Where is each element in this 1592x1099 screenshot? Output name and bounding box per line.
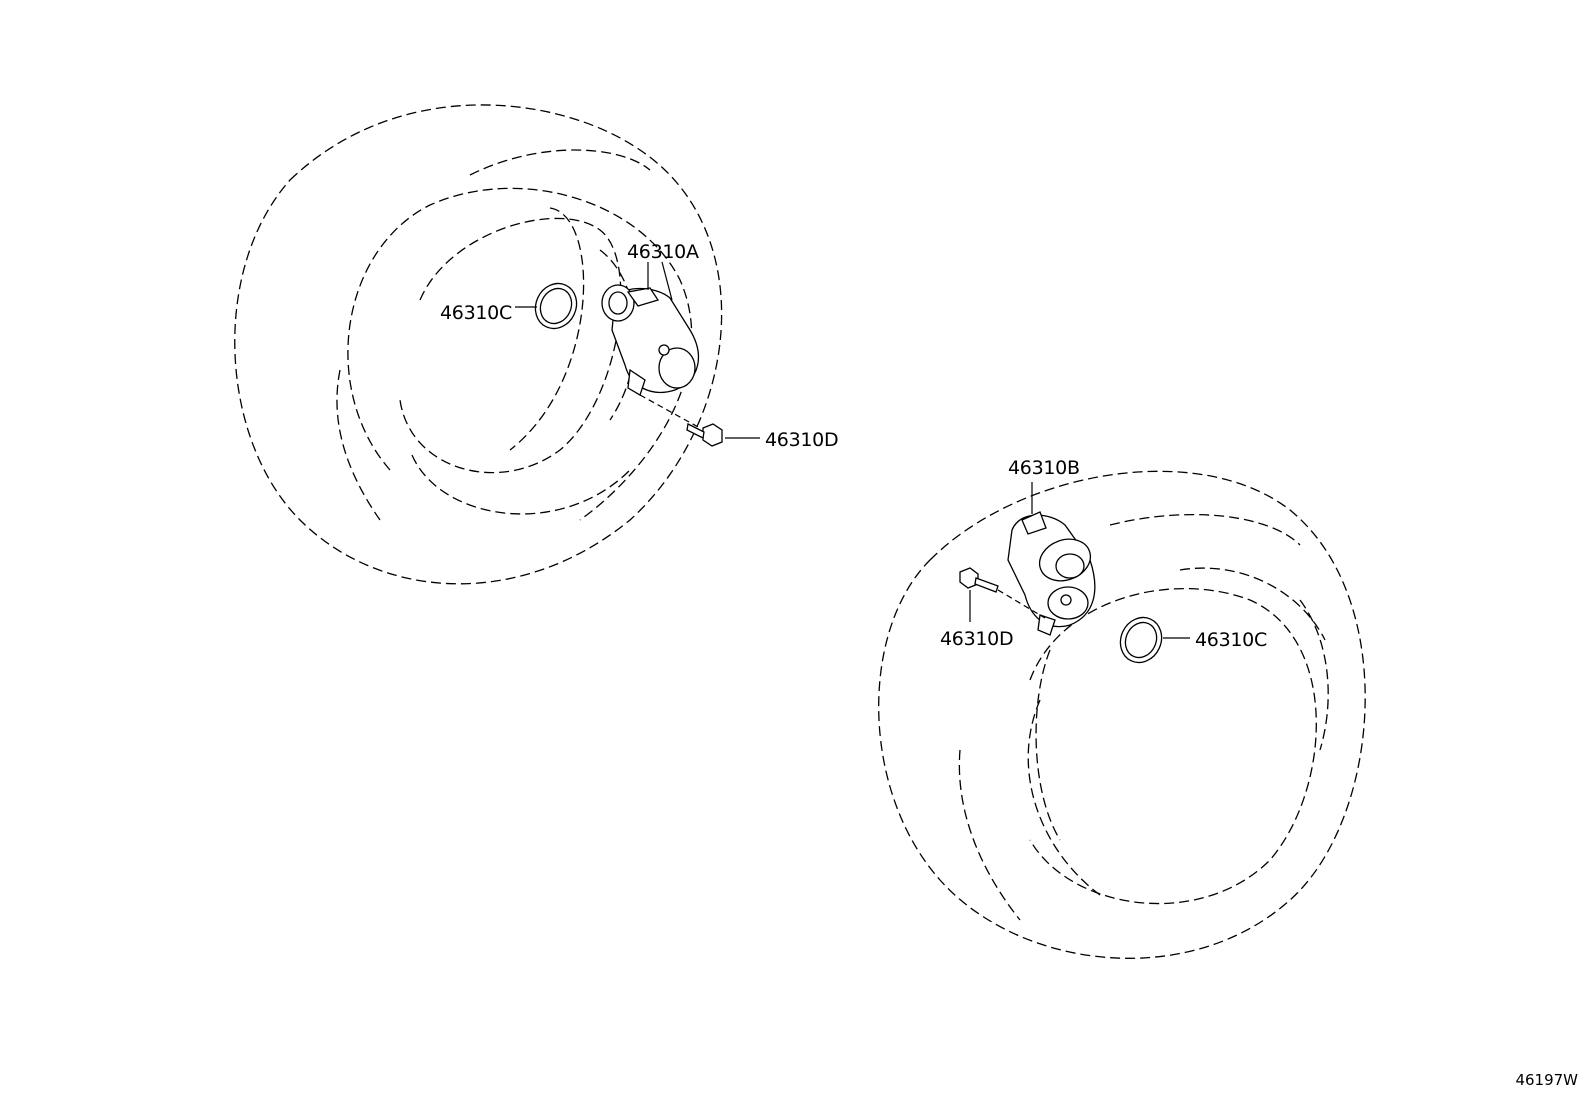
callout-upper-46310d: 46310D bbox=[765, 429, 838, 451]
upper-cover-ring bbox=[515, 282, 578, 330]
lower-wheel-assembly bbox=[878, 470, 1366, 959]
figure-number: 46197W bbox=[1515, 1071, 1578, 1089]
callout-lower-46310d: 46310D bbox=[940, 628, 1013, 650]
upper-bolt bbox=[639, 394, 760, 447]
lower-bolt bbox=[959, 567, 1046, 622]
callout-46310a: 46310A bbox=[627, 241, 699, 263]
upper-wheel-assembly bbox=[234, 104, 760, 585]
lower-cover-ring bbox=[1119, 616, 1190, 664]
callout-lower-46310c: 46310C bbox=[1195, 629, 1267, 651]
lower-tire bbox=[878, 470, 1366, 959]
upper-actuator-motor bbox=[601, 261, 700, 396]
callout-46310b: 46310B bbox=[1008, 457, 1080, 479]
lower-actuator-motor bbox=[1007, 482, 1096, 636]
callout-upper-46310c: 46310C bbox=[440, 302, 512, 324]
